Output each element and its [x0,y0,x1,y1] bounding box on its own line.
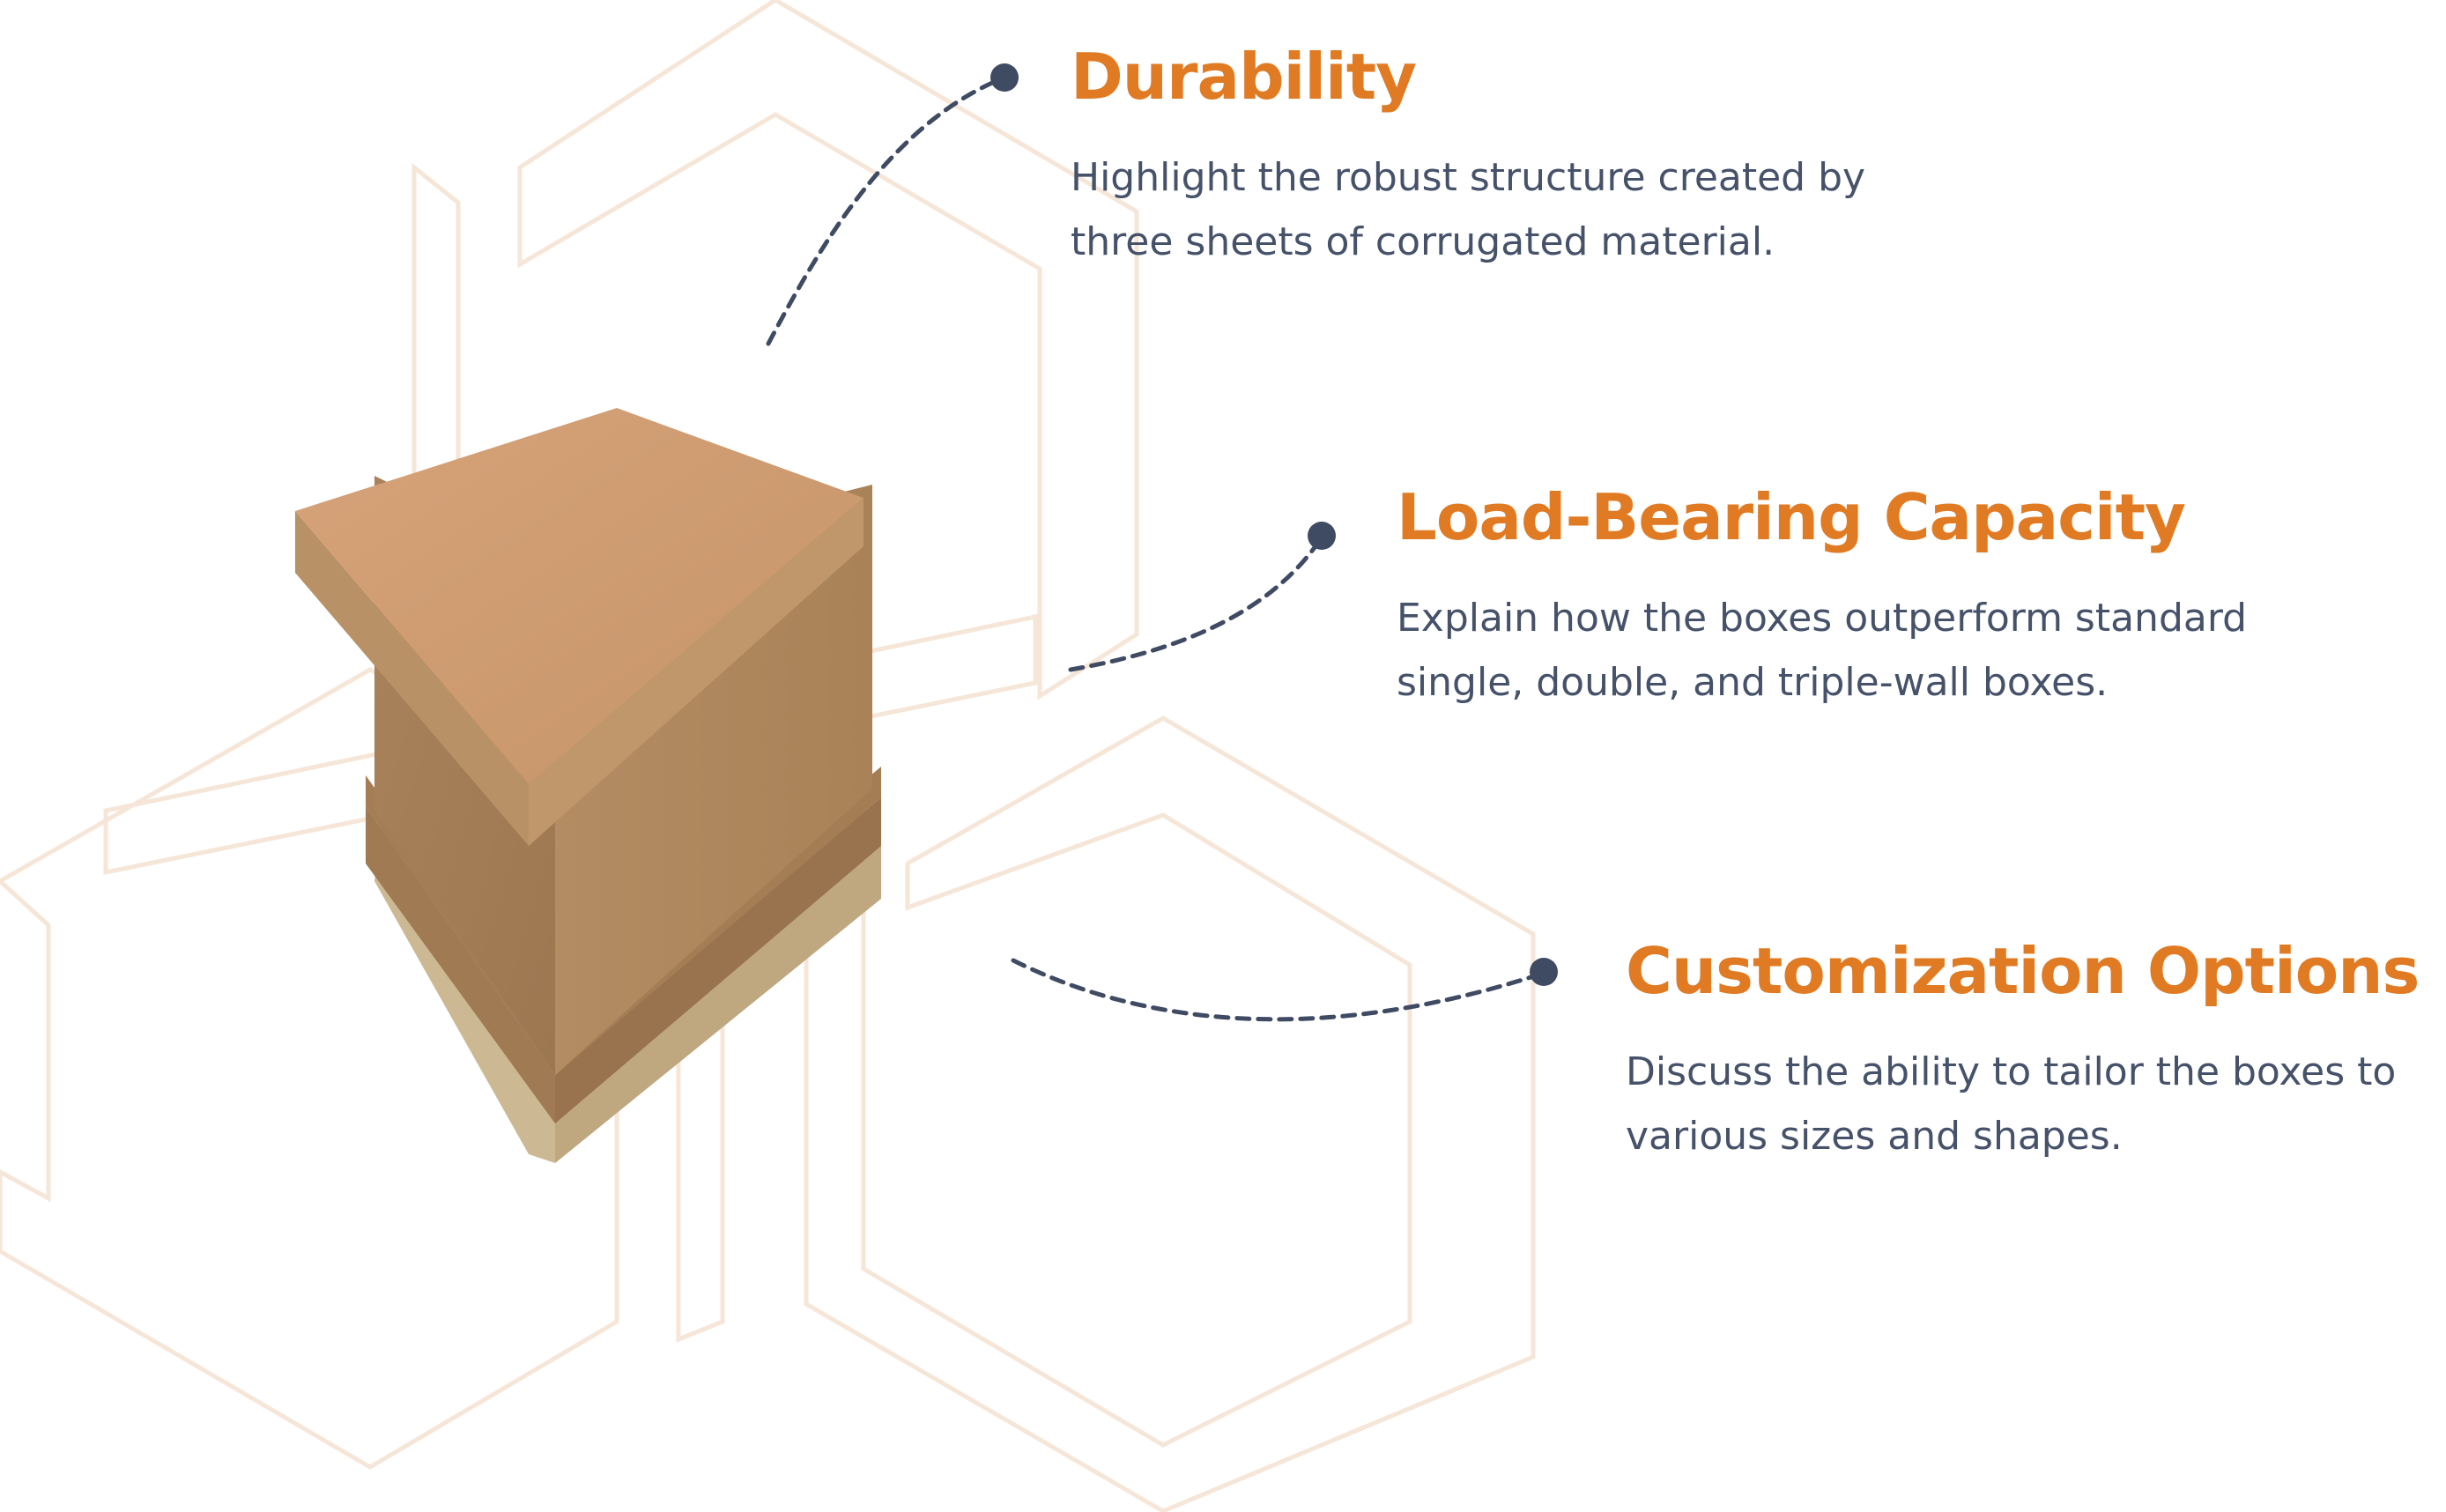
corrugated-box-image [295,408,881,1163]
durability-dot [990,63,1019,92]
feature-title: Load-Bearing Capacity [1397,480,2186,554]
feature-load-bearing-capacity: Load-Bearing Capacity Explain how the bo… [1397,480,2410,715]
hexagon-outline [804,715,1536,1512]
hexagon-outline [517,0,1139,700]
feature-description: Discuss the ability to tailor the boxes … [1626,1049,2397,1160]
feature-durability: Durability Highlight the robust structur… [1071,40,1952,274]
feature-title: Durability [1071,40,1417,114]
durability-connector [766,75,1007,346]
load-bearing-dot [1308,522,1336,550]
feature-description: Explain how the boxes outperform standar… [1397,596,2248,706]
feature-customization-options: Customization Options Discuss the abilit… [1626,934,2436,1168]
customization-dot [1530,958,1558,986]
feature-title: Customization Options [1626,934,2420,1008]
feature-description: Highlight the robust structure created b… [1071,155,1866,265]
load-bearing-connector [1068,535,1324,672]
customization-connector [1011,958,1545,1022]
